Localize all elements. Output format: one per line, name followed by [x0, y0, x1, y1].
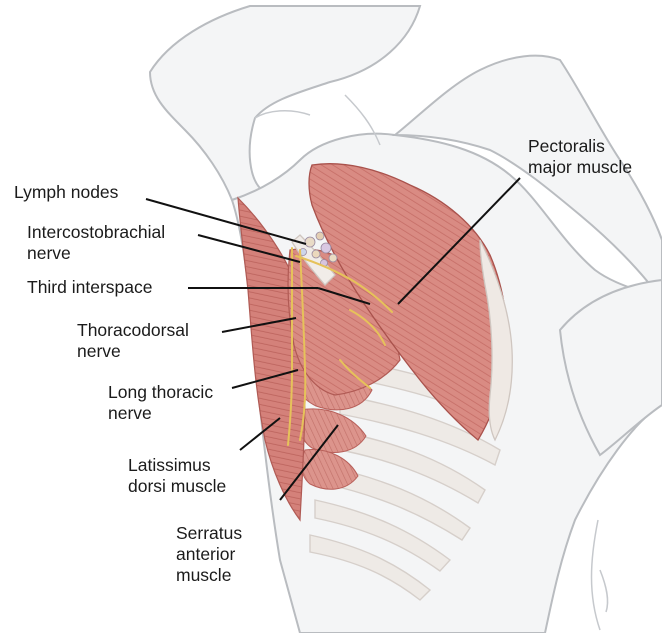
label-third-interspace: Third interspace	[27, 277, 152, 298]
label-serratus-anterior-muscle: Serratus anterior muscle	[176, 523, 242, 586]
label-intercostobrachial-nerve: Intercostobrachial nerve	[27, 222, 165, 264]
label-lymph-nodes: Lymph nodes	[14, 182, 118, 203]
label-long-thoracic-nerve: Long thoracic nerve	[108, 382, 213, 424]
label-thoracodorsal-nerve: Thoracodorsal nerve	[77, 320, 189, 362]
label-pectoralis-major-muscle: Pectoralis major muscle	[528, 136, 632, 178]
label-latissimus-dorsi-muscle: Latissimus dorsi muscle	[128, 455, 226, 497]
